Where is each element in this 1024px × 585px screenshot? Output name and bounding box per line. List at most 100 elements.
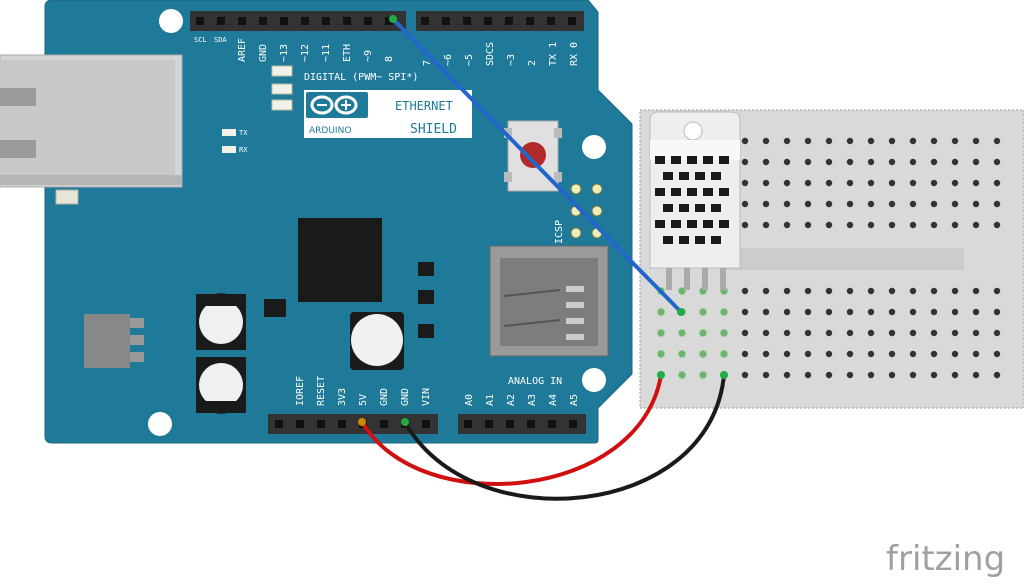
breadboard-hole (867, 308, 875, 316)
digital-header-right (416, 11, 584, 31)
pin-label: ~12 (300, 44, 311, 62)
connected-hole (678, 371, 686, 379)
breadboard-hole (825, 287, 833, 295)
breadboard-hole (888, 200, 896, 208)
pin-label: IOREF (295, 376, 306, 406)
pin-label: TX 1 (548, 42, 559, 66)
breadboard-hole (930, 158, 938, 166)
breadboard-hole (762, 221, 770, 229)
analog-header (458, 414, 586, 434)
breadboard-hole (909, 329, 917, 337)
header-pin (463, 17, 471, 25)
sensor-vent (687, 188, 697, 196)
smd-chip (418, 262, 434, 276)
header-pin (338, 420, 346, 428)
header-pin (259, 17, 267, 25)
breadboard-hole (846, 158, 854, 166)
breadboard-hole (846, 221, 854, 229)
breadboard-hole (846, 350, 854, 358)
header-pin (343, 17, 351, 25)
breadboard-hole (867, 200, 875, 208)
breadboard-hole (930, 329, 938, 337)
breadboard-hole (972, 158, 980, 166)
pin-label: ~9 (363, 50, 374, 62)
breadboard-hole (783, 179, 791, 187)
breadboard-hole (846, 137, 854, 145)
sensor-vent (687, 156, 697, 164)
header-pin (484, 17, 492, 25)
breadboard-hole (972, 221, 980, 229)
breadboard-hole (762, 179, 770, 187)
header-pin (385, 17, 393, 25)
pin-label: VIN (421, 388, 432, 406)
breadboard-hole (762, 158, 770, 166)
breadboard-hole (888, 371, 896, 379)
breadboard-hole (867, 287, 875, 295)
breadboard-hole (804, 221, 812, 229)
sensor-vent (655, 220, 665, 228)
wire-end (358, 418, 366, 426)
sd-slot-icon (489, 245, 609, 357)
header-pin (301, 17, 309, 25)
breadboard-hole (909, 200, 917, 208)
breadboard-hole (972, 350, 980, 358)
connected-hole (657, 350, 665, 358)
pin-label: ~6 (443, 54, 454, 66)
header-pin (322, 17, 330, 25)
regulator-icon (84, 314, 144, 368)
breadboard-hole (846, 308, 854, 316)
pin-label: GND (379, 388, 390, 406)
smd-chip (264, 299, 286, 317)
arduino-logo: ARDUINO ETHERNET SHIELD (304, 90, 472, 138)
breadboard-hole (909, 179, 917, 187)
header-pin (380, 420, 388, 428)
breadboard-hole (972, 200, 980, 208)
header-pin (547, 17, 555, 25)
breadboard-hole (762, 329, 770, 337)
breadboard-hole (846, 371, 854, 379)
breadboard-hole (762, 350, 770, 358)
led (271, 99, 293, 111)
breadboard-hole (741, 158, 749, 166)
sensor-vent (655, 188, 665, 196)
breadboard-hole (825, 329, 833, 337)
breadboard-hole (846, 200, 854, 208)
pin-label: A4 (548, 394, 559, 406)
pin-label: ~13 (279, 44, 290, 62)
sensor-vent (679, 204, 689, 212)
header-pin (506, 420, 514, 428)
breadboard-hole (972, 287, 980, 295)
digital-header-left (190, 11, 406, 31)
breadboard-hole (825, 221, 833, 229)
breadboard-hole (993, 308, 1001, 316)
sensor-vent (719, 188, 729, 196)
icsp-header: ICSP (554, 183, 603, 244)
breadboard-hole (930, 137, 938, 145)
breadboard-hole (930, 308, 938, 316)
digital-header-label: DIGITAL (PWM~ SPI*) (304, 72, 418, 83)
breadboard-hole (804, 200, 812, 208)
led-tx (222, 129, 236, 136)
pin-label: ~5 (464, 54, 475, 66)
breadboard-hole (888, 158, 896, 166)
pin-label: RX 0 (569, 42, 580, 66)
breadboard-hole (930, 200, 938, 208)
pin-label: SDCS (485, 42, 496, 66)
breadboard-hole (909, 287, 917, 295)
breadboard-hole (867, 329, 875, 337)
header-pin (238, 17, 246, 25)
breadboard-hole (741, 350, 749, 358)
breadboard-hole (951, 308, 959, 316)
pin-label: A3 (527, 394, 538, 406)
header-pin (568, 17, 576, 25)
breadboard-hole (909, 158, 917, 166)
chip-icon (298, 218, 382, 302)
breadboard-hole (930, 179, 938, 187)
wire-end (657, 371, 665, 379)
header-pin (548, 420, 556, 428)
smd-chip (418, 324, 434, 338)
breadboard-hole (930, 221, 938, 229)
connected-hole (699, 371, 707, 379)
